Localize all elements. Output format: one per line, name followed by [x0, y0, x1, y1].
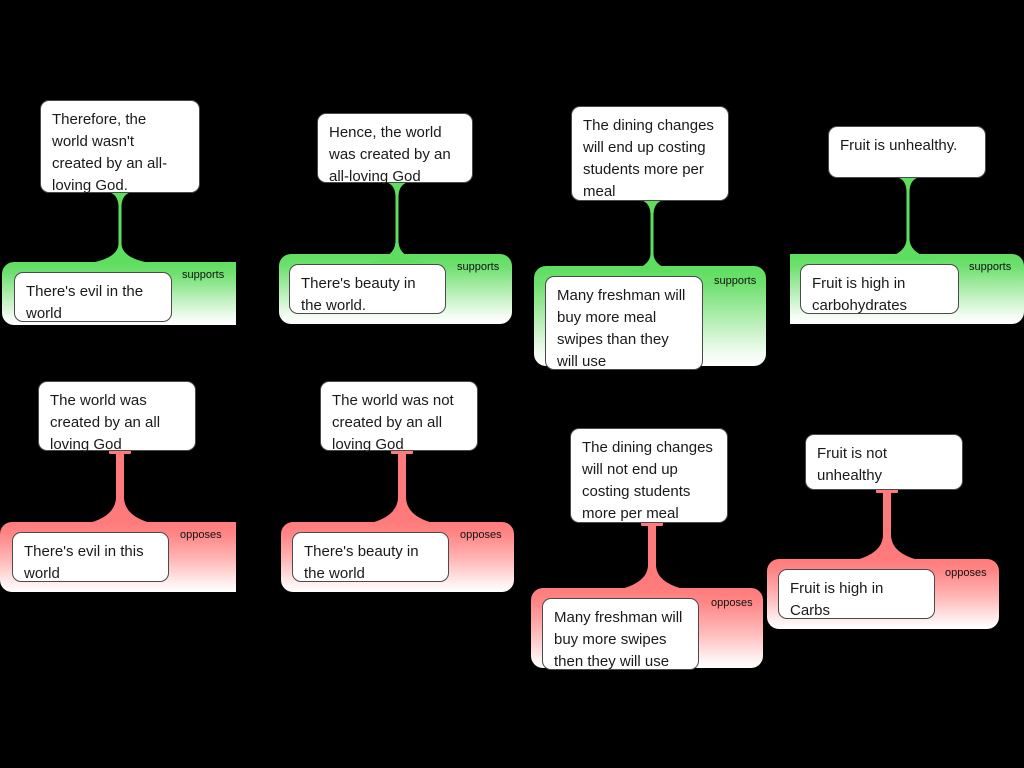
supports-connector-icon	[620, 200, 684, 274]
premise-box[interactable]: There's evil in this world	[12, 532, 169, 582]
relation-label-opposes: opposes	[460, 529, 502, 541]
supports-connector-icon	[365, 182, 429, 264]
premise-box[interactable]: Many freshman will buy more meal swipes …	[545, 276, 703, 370]
conclusion-box[interactable]: Therefore, the world wasn't created by a…	[40, 100, 200, 194]
opposes-connector-icon	[367, 450, 435, 524]
premise-box[interactable]: Many freshman will buy more swipes then …	[542, 598, 699, 670]
conclusion-box[interactable]: The dining changes will end up costing s…	[571, 106, 729, 201]
relation-label-supports: supports	[969, 261, 1012, 273]
premise-box[interactable]: There's beauty in the world	[292, 532, 449, 582]
premise-box[interactable]: Fruit is high in Carbs	[778, 569, 935, 619]
conclusion-box[interactable]: The world was created by an all loving G…	[38, 381, 196, 453]
premise-box[interactable]: There's beauty in the world.	[289, 264, 446, 314]
conclusion-box[interactable]: The dining changes will not end up costi…	[570, 428, 728, 523]
opposes-connector-icon	[617, 522, 685, 590]
opposes-connector-icon	[852, 489, 920, 561]
opposes-connector-icon	[85, 450, 153, 524]
conclusion-box[interactable]: Fruit is not unhealthy	[805, 434, 963, 490]
conclusion-box[interactable]: Fruit is unhealthy.	[828, 126, 986, 178]
relation-label-supports: supports	[182, 269, 225, 281]
relation-label-opposes: opposes	[945, 567, 987, 579]
supports-connector-icon	[88, 192, 152, 264]
relation-label-opposes: opposes	[711, 597, 753, 609]
conclusion-box[interactable]: Hence, the world was created by an all-l…	[317, 113, 473, 185]
premise-box[interactable]: There's evil in the world	[14, 272, 172, 322]
conclusion-box[interactable]: The world was not created by an all lovi…	[320, 381, 478, 453]
premise-box[interactable]: Fruit is high in carbohydrates	[800, 264, 959, 314]
relation-label-supports: supports	[714, 275, 757, 287]
relation-label-supports: supports	[457, 261, 500, 273]
supports-connector-icon	[876, 177, 940, 261]
relation-label-opposes: opposes	[180, 529, 222, 541]
